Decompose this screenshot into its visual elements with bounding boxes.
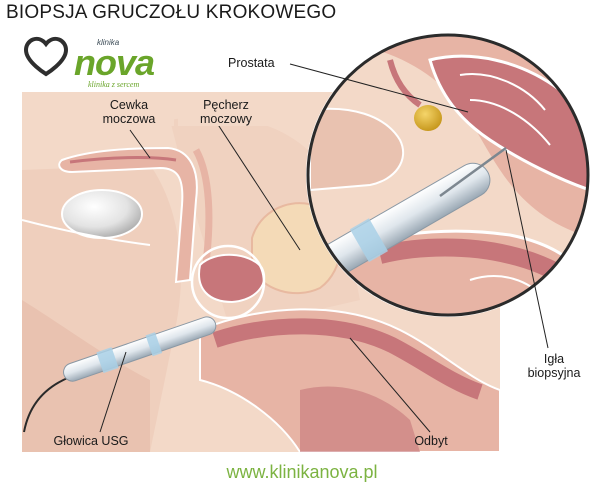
logo-small-text: klinika: [97, 38, 120, 47]
logo-brand: nova: [74, 42, 155, 83]
testis-shape: [61, 189, 143, 239]
prostate-shape: [198, 253, 265, 304]
rectum-leader: [349, 337, 431, 433]
probe-cable: [23, 376, 71, 433]
logo-tagline: klinika z sercem: [88, 80, 140, 89]
needle-leader: [505, 149, 549, 349]
pubic-region-magnified: [309, 107, 405, 192]
zoom-indicator-circle: [190, 244, 266, 320]
prostate-leader: [289, 63, 469, 113]
label-rectum: Odbyt: [414, 434, 448, 448]
prostate-contour-2: [469, 99, 551, 146]
ultrasound-probe: [23, 316, 217, 433]
bladder-leader: [214, 119, 301, 251]
magnifier-border: [306, 33, 590, 317]
label-bladder: Pęcherz moczowy: [178, 98, 274, 126]
footer-url: www.klinikanova.pl: [226, 462, 378, 482]
contour-line: [22, 219, 151, 246]
urethra-leader: [129, 129, 151, 159]
probe-band: [96, 347, 119, 374]
probe-magnified-band: [349, 218, 388, 263]
seminal-vesicle: [414, 105, 442, 131]
label-prostate: Prostata: [228, 56, 275, 70]
leader-lines: [99, 63, 549, 433]
probe-band-2: [145, 332, 163, 357]
logo-heart-icon: [23, 36, 69, 77]
urethra-magnified: [387, 59, 422, 108]
probe-leader: [99, 351, 127, 433]
label-probe: Głowica USG: [53, 434, 129, 448]
rectum-wall: [199, 308, 500, 452]
intestine-fold: [300, 386, 420, 452]
urethra-channel: [69, 156, 177, 164]
biopsy-needle: [439, 146, 507, 198]
label-needle: Igła biopsyjna: [527, 352, 581, 380]
label-urethra: Cewka moczowa: [84, 98, 174, 126]
prostate-magnified: [428, 54, 588, 192]
prostate-contour: [459, 73, 546, 111]
rectum-lumen: [212, 318, 483, 400]
page-title: BIOPSJA GRUCZOŁU KROKOWEGO: [6, 2, 337, 23]
clinic-logo: klinika nova klinika z sercem: [20, 36, 160, 92]
